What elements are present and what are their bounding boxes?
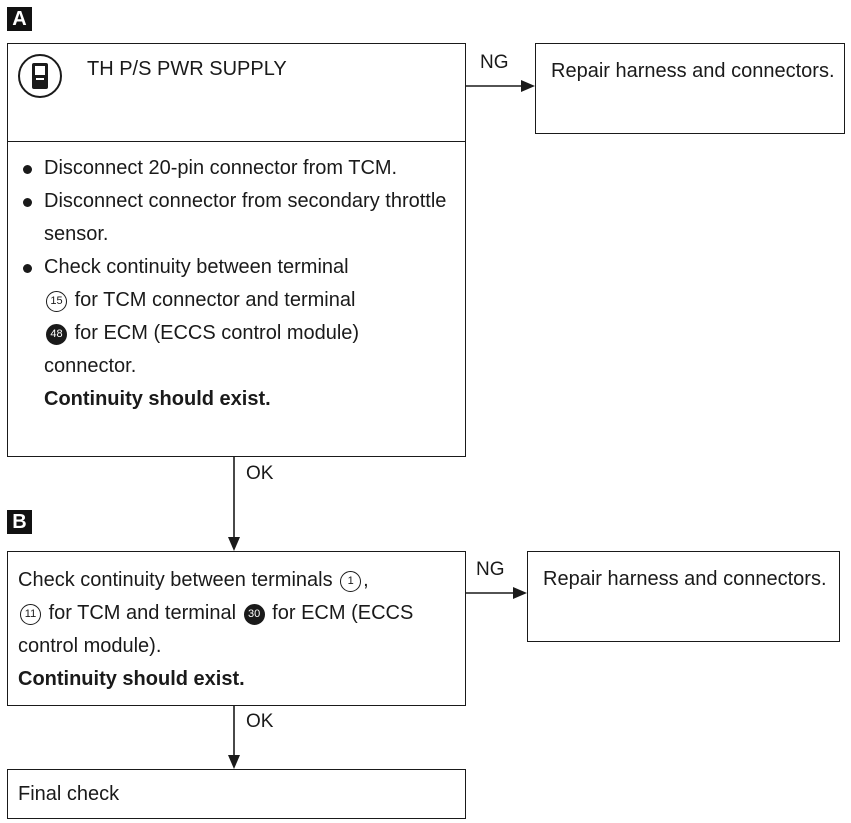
step-a-repair-box: Repair harness and connectors.: [535, 43, 845, 134]
step-b-ng-label: NG: [476, 559, 505, 580]
terminal-1-marker: 1: [340, 571, 362, 592]
step-a-ng-arrowhead: [521, 80, 535, 92]
consult-tool-icon: [18, 54, 62, 98]
step-a-check-mid-1: for TCM connector and terminal: [74, 289, 356, 311]
step-b-repair-text: Repair harness and connectors.: [543, 568, 827, 590]
step-a-instruction-3: Check continuity between terminal 15 for…: [13, 251, 453, 383]
step-b-ok-arrowhead: [228, 755, 240, 769]
step-b-ng-arrowhead: [513, 587, 527, 599]
step-b-repair-box: Repair harness and connectors.: [527, 551, 840, 642]
step-a-ok-label: OK: [246, 463, 274, 484]
final-check-label: Final check: [18, 783, 120, 805]
step-b-box: Check continuity between terminals 1, 11…: [7, 551, 466, 706]
step-a-ng-label: NG: [480, 52, 509, 73]
step-a-ok-arrowhead: [228, 537, 240, 551]
terminal-48-marker: 48: [46, 324, 67, 345]
terminal-30-marker: 30: [243, 604, 265, 625]
terminal-15-marker: 15: [46, 291, 67, 312]
step-a-check-mid-2: for ECM (ECCS control module) connector.: [44, 322, 360, 377]
step-a-title: TH P/S PWR SUPPLY: [87, 58, 287, 80]
step-b-line-2: 11 for TCM and terminal 30 for ECM (ECCS…: [18, 597, 463, 663]
terminal-11-marker: 11: [20, 604, 41, 625]
step-a-check-prefix: Check continuity between terminal: [44, 256, 349, 278]
step-b-ok-label: OK: [246, 711, 274, 732]
step-b-check-mid-2: for ECM (ECCS control module).: [18, 602, 414, 657]
step-b-tag: B: [7, 510, 32, 534]
step-b-line-1: Check continuity between terminals 1,: [18, 569, 369, 592]
final-check-box: Final check: [7, 769, 466, 819]
step-a-instruction-1: Disconnect 20-pin connector from TCM.: [13, 152, 453, 185]
step-b-result: Continuity should exist.: [18, 668, 245, 690]
step-b-check-mid-1: for TCM and terminal: [48, 602, 237, 624]
step-a-result: Continuity should exist.: [44, 388, 271, 410]
step-a-instruction-2: Disconnect connector from secondary thro…: [13, 185, 453, 251]
step-a-header-box: TH P/S PWR SUPPLY: [7, 43, 466, 142]
step-a-body-box: Disconnect 20-pin connector from TCM. Di…: [7, 141, 466, 457]
step-a-tag: A: [7, 7, 32, 31]
step-a-repair-text: Repair harness and connectors.: [551, 60, 835, 82]
step-b-check-prefix: Check continuity between terminals: [18, 569, 333, 591]
